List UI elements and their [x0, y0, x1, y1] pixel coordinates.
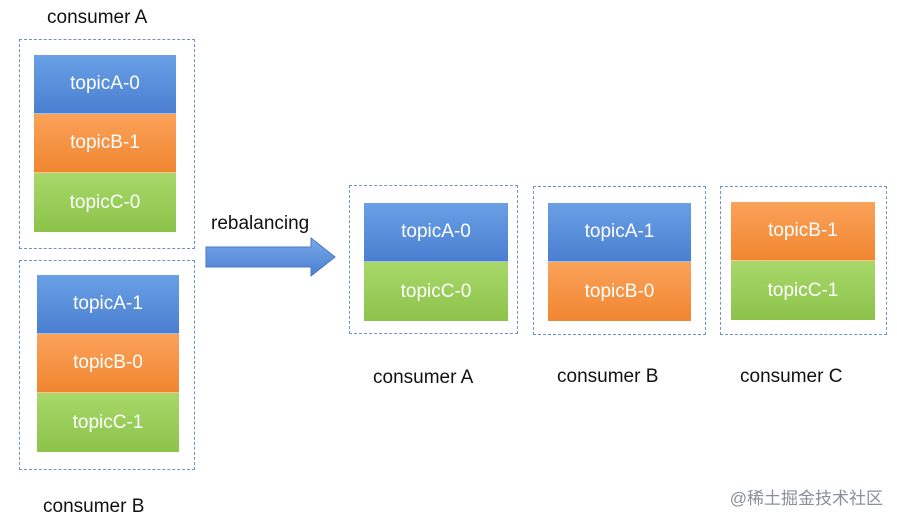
before-consumer-a-group [19, 39, 195, 249]
before-consumer-b-partitions: topicA-1 topicB-0 topicC-1 [37, 275, 179, 452]
partition-block: topicA-1 [37, 275, 179, 334]
before-consumer-b-group [19, 260, 195, 470]
after-consumer-b-partitions: topicA-1 topicB-0 [548, 203, 691, 321]
partition-block: topicB-1 [731, 202, 875, 261]
after-consumer-c-partitions: topicB-1 topicC-1 [731, 202, 875, 320]
partition-block: topicC-0 [34, 173, 176, 232]
after-consumer-b-group [533, 186, 706, 335]
rebalancing-arrow-icon [205, 236, 336, 278]
before-consumer-b-label: consumer B [43, 496, 145, 517]
partition-block: topicB-0 [548, 262, 691, 321]
after-consumer-c-label: consumer C [740, 366, 843, 387]
partition-block: topicC-0 [364, 262, 508, 321]
partition-block: topicC-1 [37, 393, 179, 452]
after-consumer-a-partitions: topicA-0 topicC-0 [364, 203, 508, 321]
before-consumer-a-partitions: topicA-0 topicB-1 topicC-0 [34, 55, 176, 232]
after-consumer-a-label: consumer A [373, 367, 474, 388]
after-consumer-b-label: consumer B [557, 366, 659, 387]
partition-block: topicA-1 [548, 203, 691, 262]
partition-block: topicC-1 [731, 261, 875, 320]
partition-block: topicB-1 [34, 114, 176, 173]
partition-block: topicB-0 [37, 334, 179, 393]
after-consumer-c-group [720, 186, 887, 335]
watermark: @稀土掘金技术社区 [729, 489, 883, 508]
partition-block: topicA-0 [34, 55, 176, 114]
after-consumer-a-group [349, 185, 518, 334]
partition-block: topicA-0 [364, 203, 508, 262]
before-consumer-a-label: consumer A [47, 7, 148, 28]
rebalancing-label: rebalancing [211, 213, 310, 234]
